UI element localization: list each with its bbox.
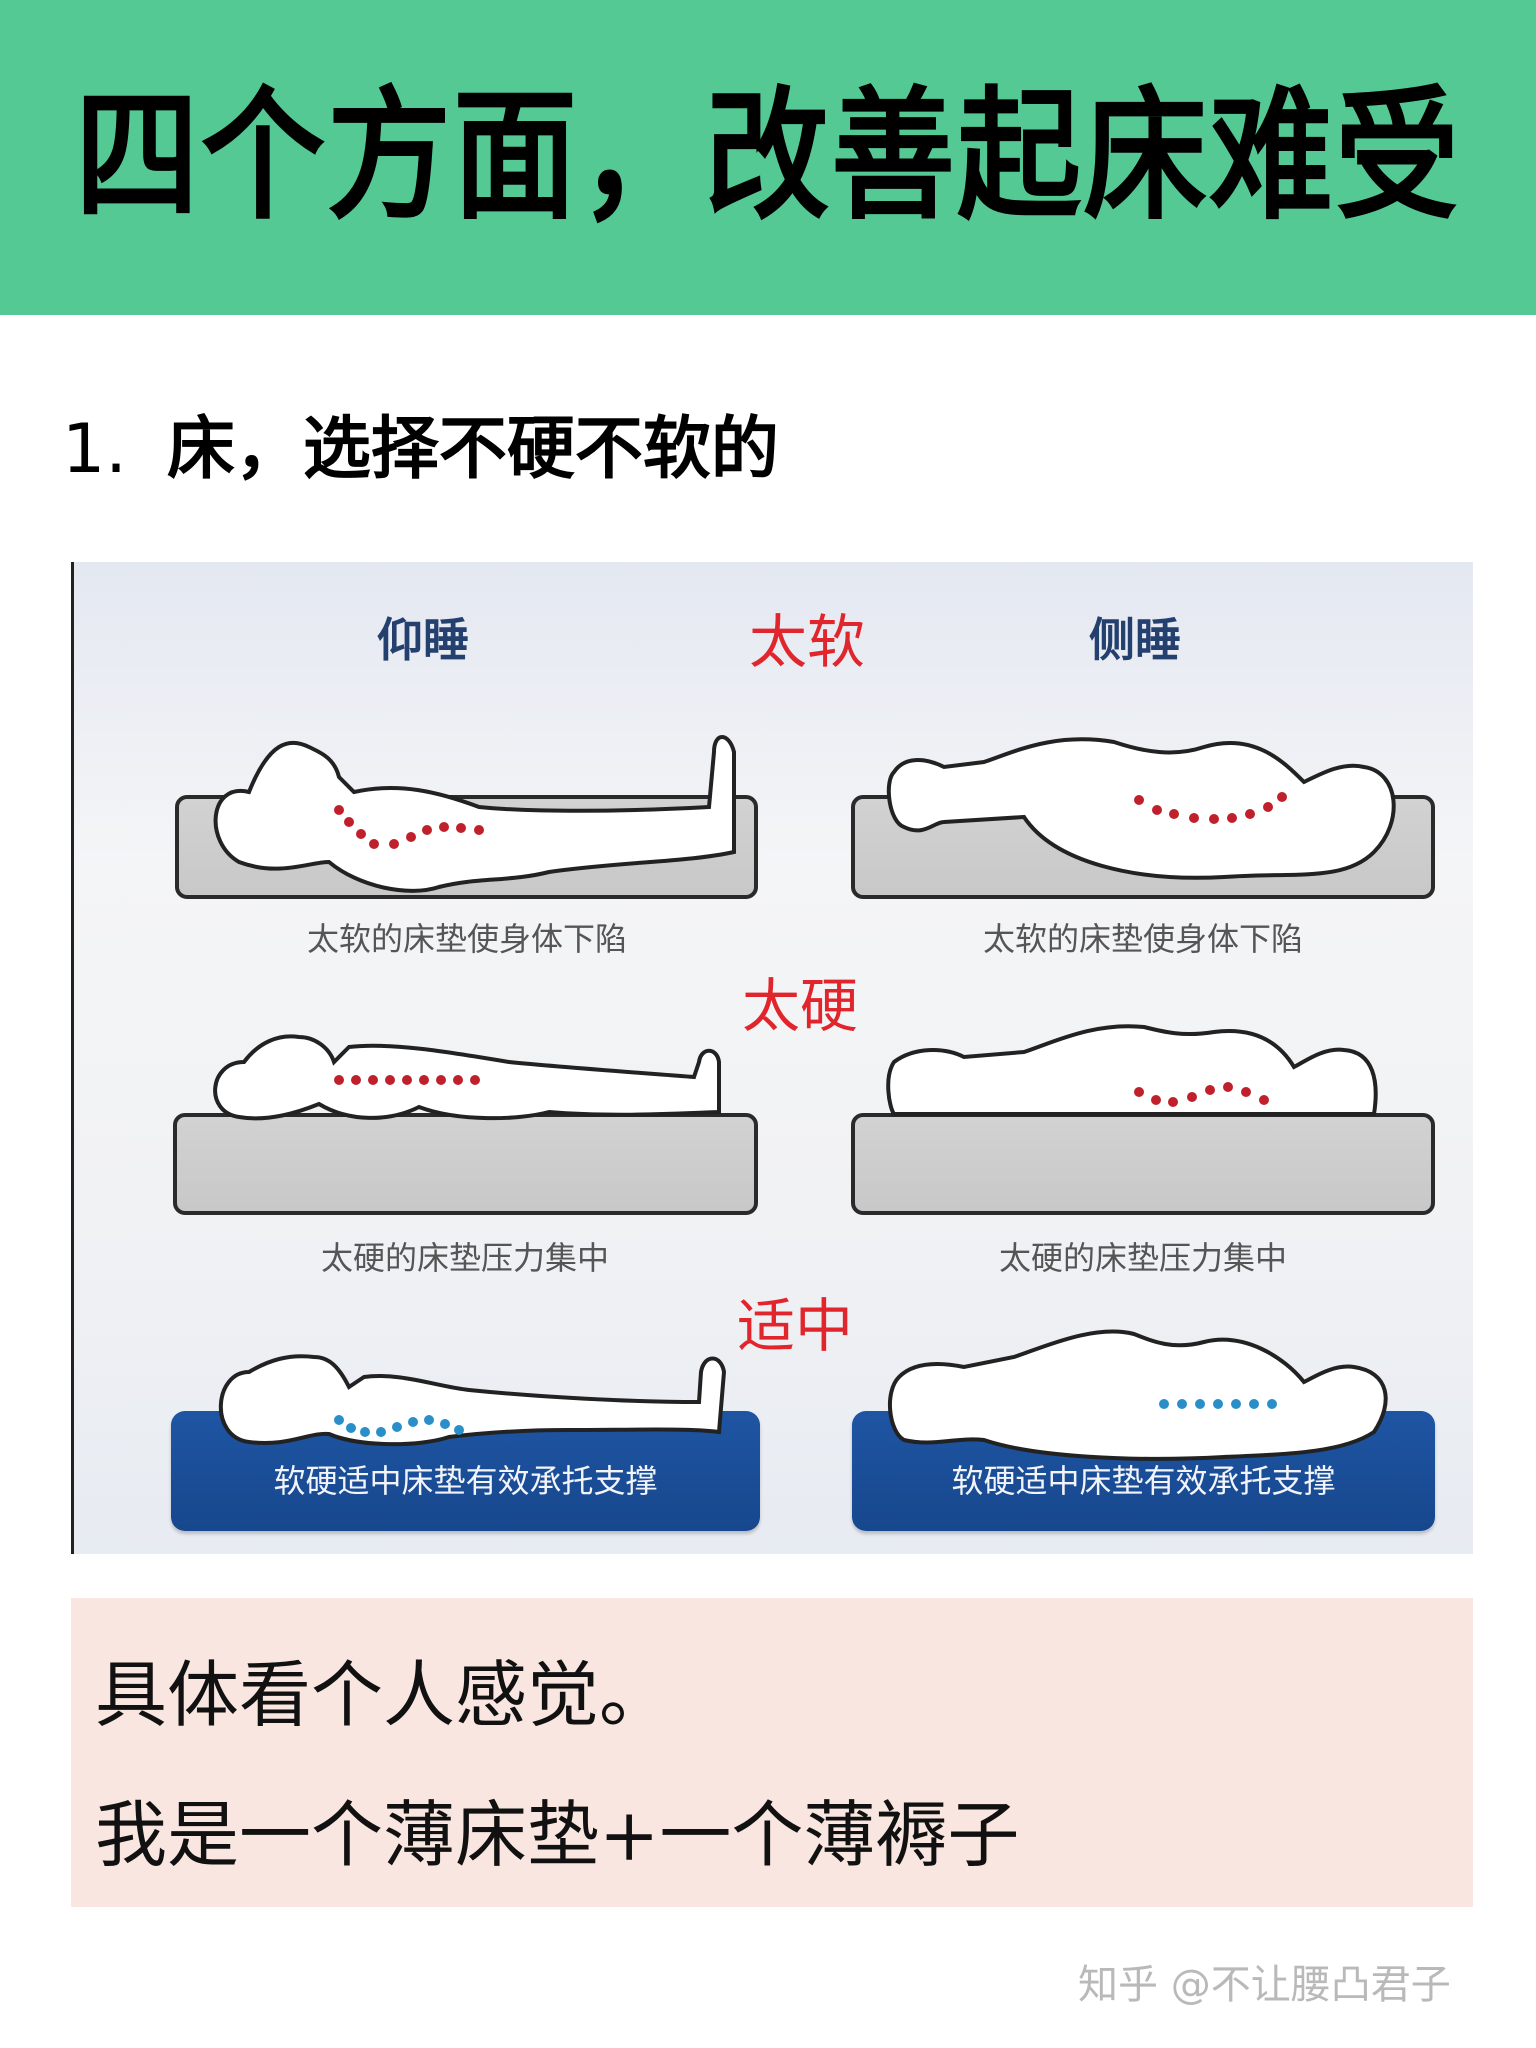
back-sleeper-medium-icon xyxy=(218,1354,727,1447)
back-sleeper-hard-icon xyxy=(213,1034,721,1121)
caption-medium-back: 软硬适中床垫有效承托支撑 xyxy=(273,1462,658,1500)
label-medium: 适中 xyxy=(737,1292,854,1360)
label-back-sleep: 仰睡 xyxy=(377,613,469,667)
watermark: 知乎 @不让腰凸君子 xyxy=(1078,1962,1451,2008)
caption-hard-back: 太硬的床垫压力集中 xyxy=(320,1239,609,1277)
back-sleeper-soft-icon xyxy=(213,735,736,893)
side-sleeper-medium-icon xyxy=(887,1329,1388,1461)
note-box: 具体看个人感觉。 我是一个薄床垫+一个薄褥子 xyxy=(71,1598,1473,1907)
hard-mattress-side xyxy=(851,1113,1435,1215)
label-side-sleep: 侧睡 xyxy=(1089,613,1181,667)
note-line-1: 具体看个人感觉。 xyxy=(95,1653,672,1737)
page-title: 四个方面，改善起床难受 xyxy=(74,74,1461,240)
caption-medium-side: 软硬适中床垫有效承托支撑 xyxy=(951,1462,1336,1500)
header-banner: 四个方面，改善起床难受 xyxy=(0,0,1536,315)
section-heading: 1. 床，选择不硬不软的 xyxy=(62,405,779,495)
spine-dots xyxy=(334,805,484,849)
side-sleeper-hard-icon xyxy=(886,1024,1378,1116)
caption-hard-side: 太硬的床垫压力集中 xyxy=(998,1239,1287,1277)
caption-soft-back: 太软的床垫使身体下陷 xyxy=(306,920,627,958)
mattress-illustration: 仰睡 侧睡 太软 太软的床垫使身体下陷 太软的床垫使身体下陷 太硬 太硬的床垫压… xyxy=(71,562,1473,1554)
label-too-hard: 太硬 xyxy=(742,972,859,1040)
caption-soft-side: 太软的床垫使身体下陷 xyxy=(982,920,1303,958)
side-sleeper-soft-icon xyxy=(886,737,1396,880)
section-number: 1. xyxy=(62,410,127,489)
label-too-soft: 太软 xyxy=(749,608,866,676)
note-line-2: 我是一个薄床垫+一个薄褥子 xyxy=(95,1793,1020,1877)
section-title: 床，选择不硬不软的 xyxy=(166,410,779,489)
